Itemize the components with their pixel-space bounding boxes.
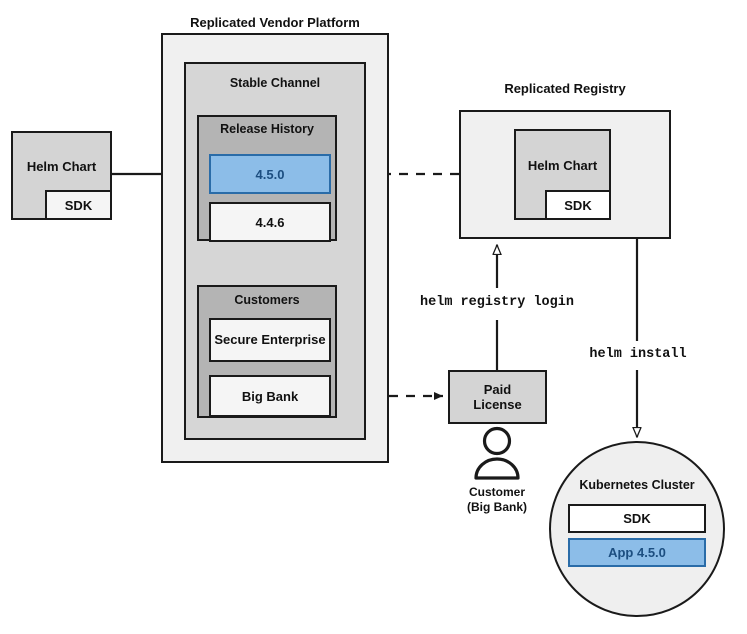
cluster-item-label: App 4.5.0	[608, 545, 666, 560]
customer-entry-big-bank[interactable]: Big Bank	[209, 375, 331, 417]
release-item-446[interactable]: 4.4.6	[209, 202, 331, 242]
cluster-item-sdk[interactable]: SDK	[568, 504, 706, 533]
source-helm-chart-sdk-box: SDK	[45, 190, 112, 220]
registry-sdk-label: SDK	[564, 197, 592, 213]
release-history-title: Release History	[220, 122, 314, 136]
stable-channel-title: Stable Channel	[229, 76, 321, 90]
person-icon	[474, 426, 520, 480]
vendor-platform-title: Replicated Vendor Platform	[190, 15, 360, 30]
kubernetes-cluster-title: Kubernetes Cluster	[579, 478, 695, 492]
source-sdk-label: SDK	[64, 197, 93, 213]
release-version-label: 4.4.6	[255, 214, 285, 230]
paid-license-box: Paid License	[448, 370, 547, 424]
customer-entry-label: Big Bank	[241, 388, 299, 404]
cluster-item-app[interactable]: App 4.5.0	[568, 538, 706, 567]
customers-title: Customers	[234, 293, 300, 307]
source-helm-chart-title: Helm Chart	[26, 159, 97, 174]
registry-title: Replicated Registry	[504, 81, 626, 96]
customer-label-line2: (Big Bank)	[467, 500, 527, 514]
release-item-450[interactable]: 4.5.0	[209, 154, 331, 194]
cluster-item-label: SDK	[623, 511, 651, 526]
customer-entry-secure-enterprise[interactable]: Secure Enterprise	[209, 318, 331, 362]
paid-license-line2: License	[473, 397, 522, 412]
customer-label-line1: Customer	[468, 485, 525, 499]
command-helm-registry-login: helm registry login	[420, 295, 574, 310]
registry-helm-chart-title: Helm Chart	[527, 158, 598, 173]
command-helm-install: helm install	[589, 347, 687, 362]
release-version-label: 4.5.0	[255, 166, 285, 182]
registry-sdk-box: SDK	[545, 190, 611, 220]
paid-license-line1: Paid	[483, 382, 512, 397]
customer-entry-label: Secure Enterprise	[214, 332, 326, 348]
